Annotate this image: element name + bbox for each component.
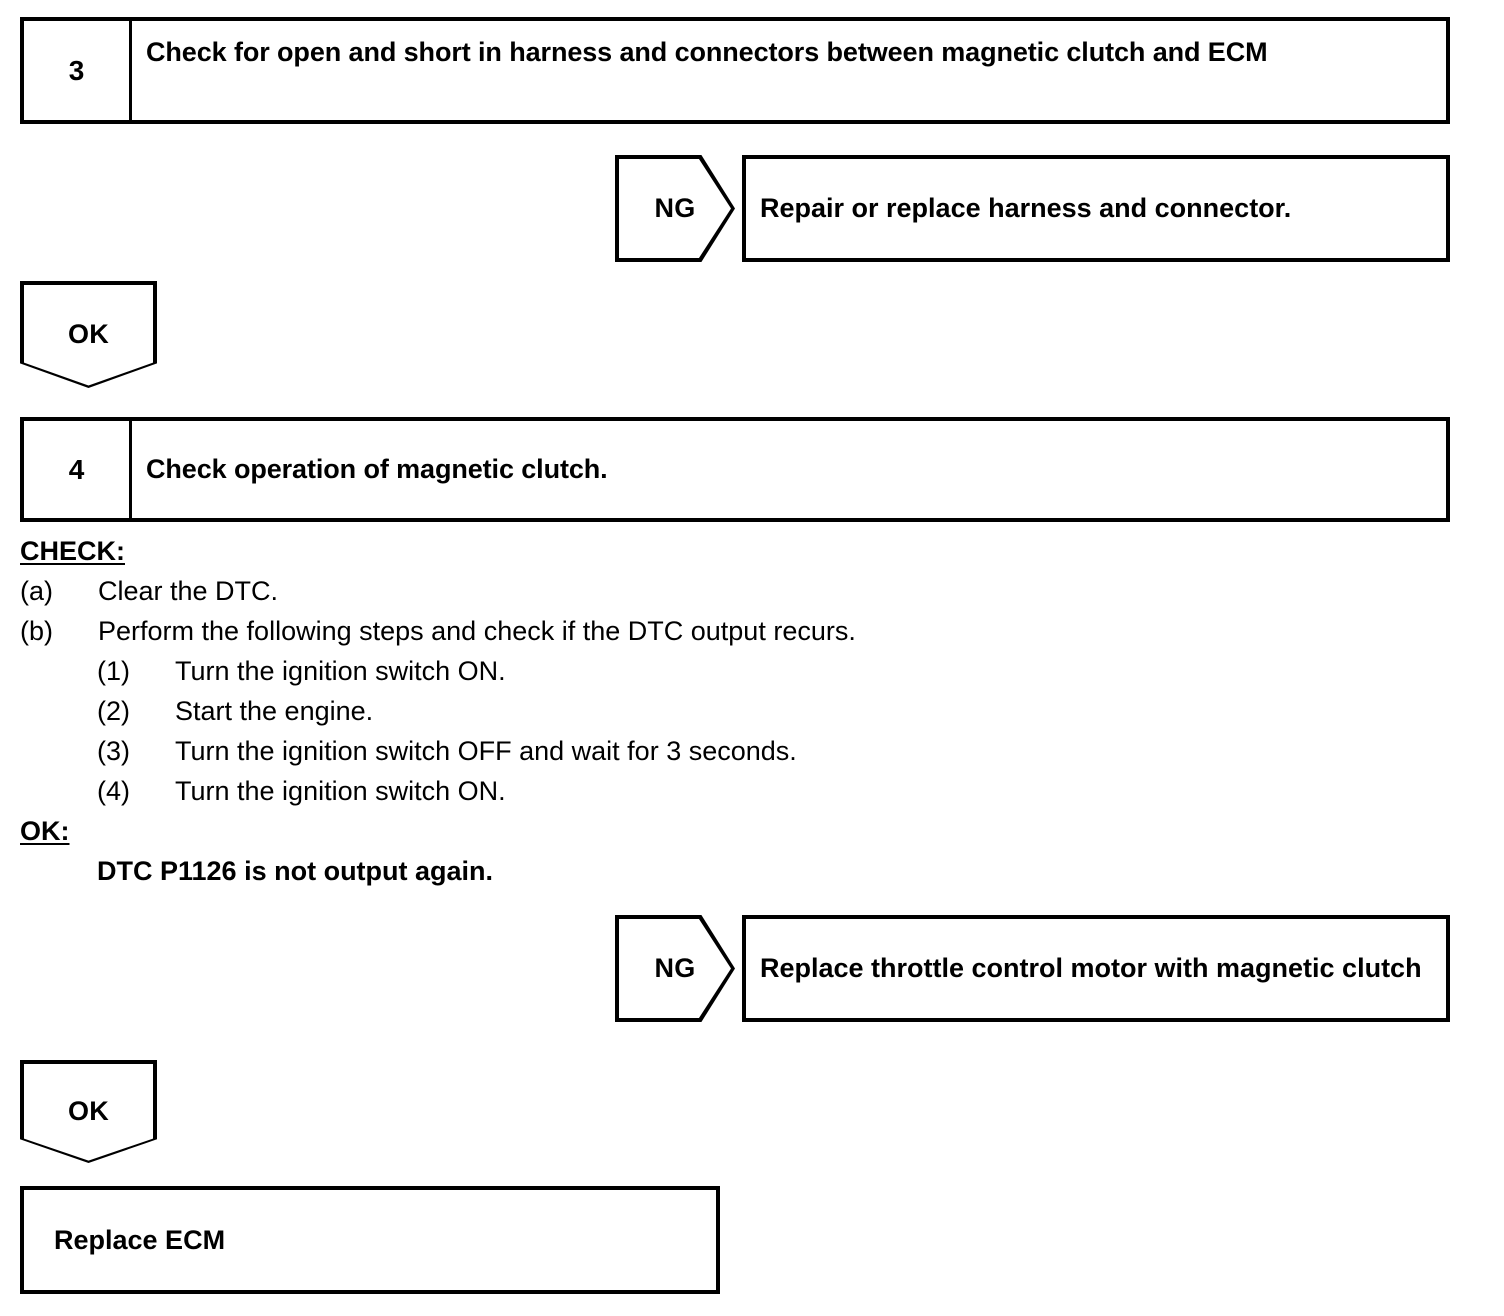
check-item-marker: (a) (20, 576, 53, 606)
step-3-ng-branch: NG Repair or replace harness and connect… (615, 155, 1450, 262)
step-4-box: 4 Check operation of magnetic clutch. (20, 417, 1450, 522)
check-substep-marker: (4) (97, 776, 130, 806)
ok-criteria-heading: OK: (20, 816, 70, 846)
final-action-text: Replace ECM (54, 1224, 226, 1255)
step-4-ng-label: NG (654, 953, 696, 983)
check-item-text: Perform the following steps and check if… (98, 616, 856, 646)
check-item: (a) Clear the DTC. (20, 578, 1120, 618)
step-4-number: 4 (24, 421, 132, 518)
check-heading: CHECK: (20, 536, 125, 566)
check-substep-marker: (1) (97, 656, 130, 686)
check-item-marker: (b) (20, 616, 53, 646)
check-substep-marker: (3) (97, 736, 130, 766)
final-action-box: Replace ECM (20, 1186, 720, 1294)
step-3-ng-result-box: Repair or replace harness and connector. (742, 155, 1450, 262)
step-4-title: Check operation of magnetic clutch. (146, 454, 608, 485)
check-item: (b) Perform the following steps and chec… (20, 618, 1120, 658)
step-3-box: 3 Check for open and short in harness an… (20, 17, 1450, 124)
step-3-ng-result-text: Repair or replace harness and connector. (760, 193, 1292, 224)
step-4-ng-branch: NG Replace throttle control motor with m… (615, 915, 1450, 1022)
check-substep: (1) Turn the ignition switch ON. (97, 658, 1120, 698)
ok-criteria-text: DTC P1126 is not output again. (97, 856, 494, 886)
check-substep-text: Turn the ignition switch ON. (175, 776, 506, 806)
step-3-number: 3 (24, 21, 132, 120)
check-substep-text: Turn the ignition switch OFF and wait fo… (175, 736, 797, 766)
check-substep-text: Turn the ignition switch ON. (175, 656, 506, 686)
ok-arrow-icon (20, 1060, 157, 1163)
check-substep-marker: (2) (97, 696, 130, 726)
step-3-title: Check for open and short in harness and … (146, 37, 1268, 67)
step-3-ok-label: OK (67, 319, 110, 349)
step-4-ng-result-text: Replace throttle control motor with magn… (760, 953, 1422, 984)
step-3-ng-label: NG (654, 193, 696, 223)
check-substep: (4) Turn the ignition switch ON. (97, 778, 1120, 818)
check-substep: (2) Start the engine. (97, 698, 1120, 738)
check-block: CHECK: (a) Clear the DTC. (b) Perform th… (20, 538, 1120, 898)
check-item-text: Clear the DTC. (98, 576, 279, 606)
check-substep-text: Start the engine. (175, 696, 374, 726)
check-substep: (3) Turn the ignition switch OFF and wai… (97, 738, 1120, 778)
ok-arrow-icon (20, 281, 157, 388)
step-4-ok-label: OK (67, 1096, 110, 1126)
step-4-ng-result-box: Replace throttle control motor with magn… (742, 915, 1450, 1022)
